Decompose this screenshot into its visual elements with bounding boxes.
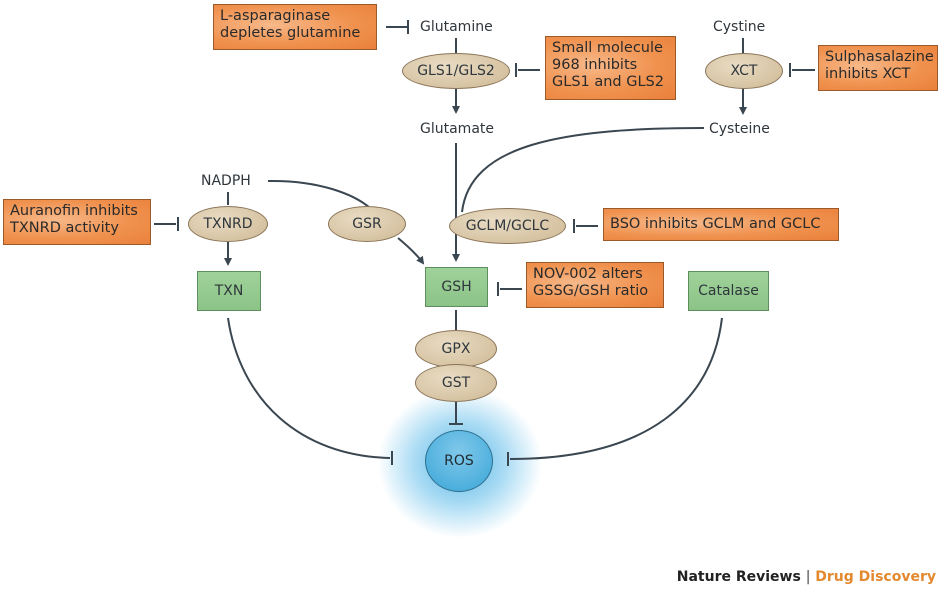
enzyme-xct: XCT xyxy=(705,53,783,89)
drug-sulphasalazine-line-2: inhibits XCT xyxy=(825,66,911,82)
inhibit-txn-ros xyxy=(227,317,391,459)
drug-asparaginase-line-1: L-asparaginase xyxy=(220,8,331,24)
edge-cysteine-gclm xyxy=(461,127,705,213)
drug-nov002: NOV-002 alters GSSG/GSH ratio xyxy=(526,262,664,308)
journal-credit: Nature Reviews | Drug Discovery xyxy=(677,569,936,585)
enzyme-gst: GST xyxy=(415,364,497,402)
drug-968-line-1: Small molecule xyxy=(552,40,663,56)
drug-968: Small molecule 968 inhibits GLS1 and GLS… xyxy=(545,36,676,100)
drug-968-line-2: 968 inhibits xyxy=(552,57,638,73)
credit-journal: Nature Reviews xyxy=(676,569,801,585)
drug-968-line-3: GLS1 and GLS2 xyxy=(552,74,664,90)
edge-gsr-gsh xyxy=(397,237,425,265)
antioxidant-gsh: GSH xyxy=(425,267,488,307)
antioxidant-catalase: Catalase xyxy=(688,271,769,311)
credit-separator: | xyxy=(805,569,811,585)
drug-bso: BSO inhibits GCLM and GCLC xyxy=(603,208,839,241)
enzyme-gls: GLS1/GLS2 xyxy=(402,53,510,89)
drug-nov002-line-1: NOV-002 alters xyxy=(533,266,643,282)
metabolite-nadph: NADPH xyxy=(201,173,251,189)
drug-auranofin-line-2: TXNRD activity xyxy=(10,220,119,236)
ros-node: ROS xyxy=(425,430,493,492)
metabolite-cysteine: Cysteine xyxy=(709,121,770,137)
metabolite-glutamine: Glutamine xyxy=(420,19,493,35)
enzyme-txnrd: TXNRD xyxy=(188,206,268,242)
metabolite-glutamate: Glutamate xyxy=(420,121,494,137)
drug-bso-line-1: BSO inhibits GCLM and GCLC xyxy=(610,216,821,232)
drug-sulphasalazine: Sulphasalazine inhibits XCT xyxy=(818,45,938,91)
credit-section: Drug Discovery xyxy=(815,569,936,585)
drug-asparaginase-line-2: depletes glutamine xyxy=(220,25,361,41)
drug-auranofin-line-1: Auranofin inhibits xyxy=(10,203,138,219)
drug-auranofin: Auranofin inhibits TXNRD activity xyxy=(3,199,151,245)
drug-sulphasalazine-line-1: Sulphasalazine xyxy=(825,49,934,65)
inhibit-catalase-ros xyxy=(509,317,723,460)
edge-nadph-gsr xyxy=(267,179,371,209)
enzyme-gsr: GSR xyxy=(328,206,406,242)
metabolite-cystine: Cystine xyxy=(713,19,766,35)
enzyme-gpx: GPX xyxy=(415,330,497,368)
drug-asparaginase: L-asparaginase depletes glutamine xyxy=(213,4,377,50)
antioxidant-txn: TXN xyxy=(197,271,261,311)
drug-nov002-line-2: GSSG/GSH ratio xyxy=(533,283,649,299)
enzyme-gclm-gclc: GCLM/GCLC xyxy=(449,208,566,244)
